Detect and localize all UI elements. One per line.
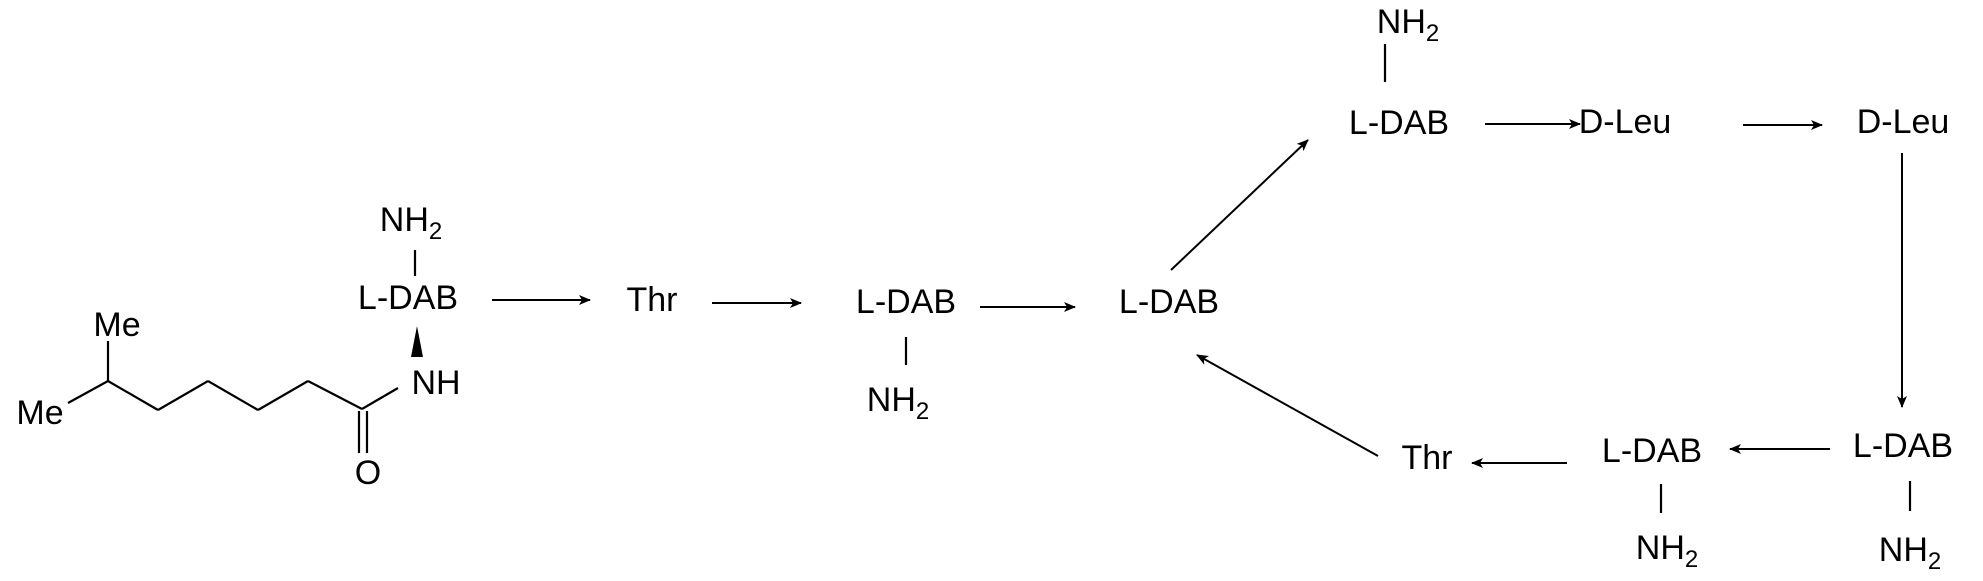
methyl-label-top: Me <box>93 306 140 344</box>
residue-l-dab-2: L-DAB <box>856 283 956 321</box>
residue-l-dab-5: L-DAB <box>1853 427 1953 465</box>
amino-group-5: NH2 <box>1879 531 1941 575</box>
methyl-label-left: Me <box>16 394 63 432</box>
residue-thr-1: Thr <box>627 281 678 319</box>
amino-group-6: NH2 <box>1636 529 1698 573</box>
arrow-10 <box>1196 354 1379 457</box>
residue-l-dab-1: L-DAB <box>358 279 458 317</box>
residue-l-dab-4: L-DAB <box>1349 104 1449 142</box>
amino-group-2: NH2 <box>867 381 929 425</box>
fatty-acid-chain <box>67 341 399 453</box>
residue-thr-2: Thr <box>1402 439 1453 477</box>
residue-l-dab-6: L-DAB <box>1602 432 1702 470</box>
amino-group-1: NH2 <box>380 201 442 245</box>
carbonyl-oxygen: O <box>355 454 381 492</box>
amide-nh: NH <box>411 364 460 402</box>
wedge-bond <box>411 326 423 357</box>
arrow-4 <box>1170 139 1309 271</box>
residue-d-leu-1: D-Leu <box>1579 103 1672 141</box>
residue-l-dab-3: L-DAB <box>1119 283 1219 321</box>
residue-d-leu-2: D-Leu <box>1857 103 1950 141</box>
amino-group-3: NH2 <box>1377 3 1439 47</box>
